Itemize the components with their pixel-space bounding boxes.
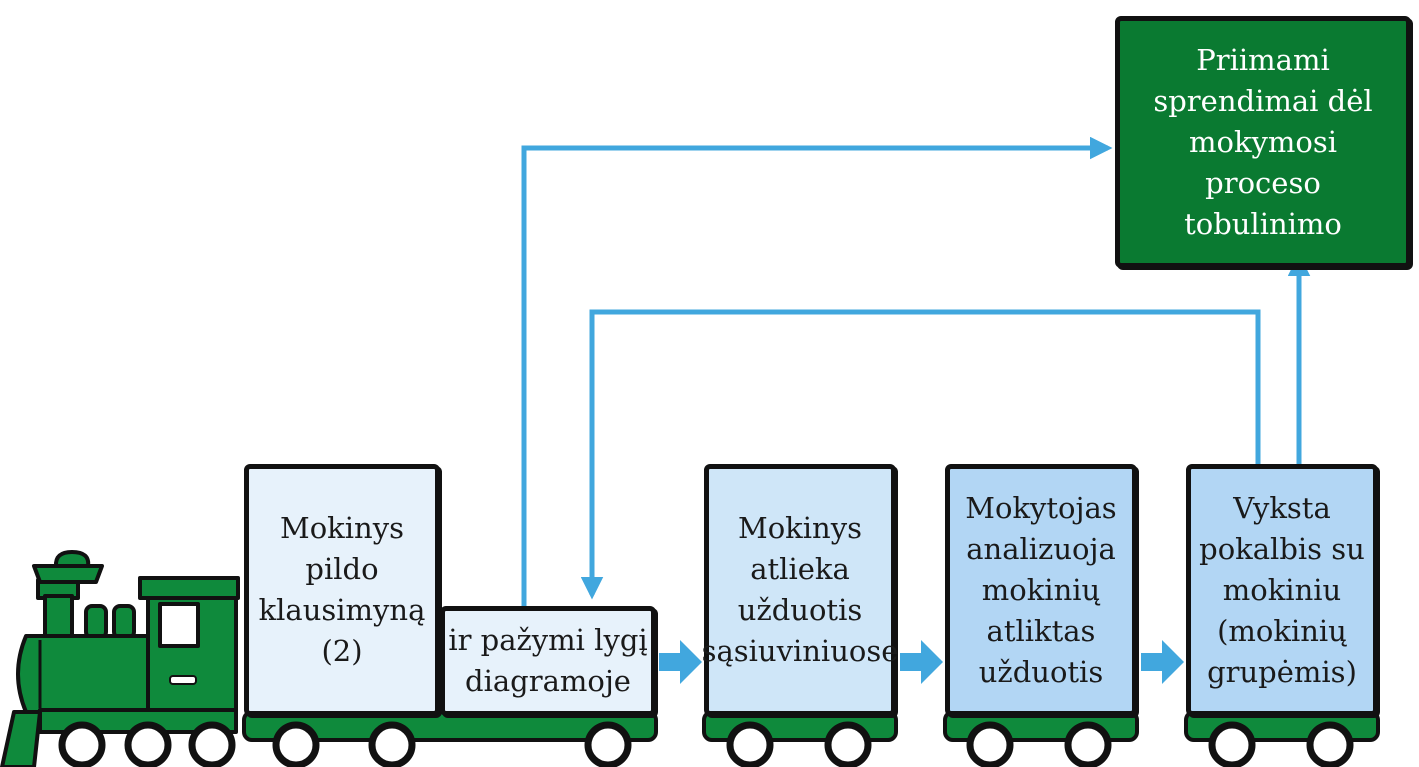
node-notebook-tasks: Mokinys atlieka užduotis sąsiuviniuose bbox=[701, 464, 899, 716]
node-teacher-analysis: Mokytojas analizuoja mokinių atliktas už… bbox=[945, 464, 1137, 716]
node-diagram-mark: ir pažymi lygį diagramoje bbox=[440, 606, 656, 716]
wagon-wheel bbox=[726, 721, 774, 767]
wagon-wheel bbox=[1208, 721, 1256, 767]
node-teacher-analysis-label: Mokytojas analizuoja mokinių atliktas už… bbox=[965, 490, 1117, 689]
node-diagram-mark-label: ir pažymi lygį diagramoje bbox=[448, 623, 648, 698]
wagon-wheel bbox=[272, 721, 320, 767]
wagon-wheel bbox=[824, 721, 872, 767]
wagon-wheel bbox=[1064, 721, 1112, 767]
wagon-wheel bbox=[584, 721, 632, 767]
node-conversation: Vyksta pokalbis su mokiniu (mokinių grup… bbox=[1186, 464, 1378, 716]
arrow-right-icon bbox=[1141, 640, 1184, 684]
node-outcome: Priimami sprendimai dėl mokymosi proceso… bbox=[1115, 16, 1411, 268]
node-questionnaire: Mokinys pildo klausimyną (2) bbox=[244, 464, 440, 716]
arrow-conversation-to-diagram bbox=[580, 309, 1261, 600]
node-outcome-label: Priimami sprendimai dėl mokymosi proceso… bbox=[1153, 42, 1373, 241]
arrow-diagram-to-outcome bbox=[521, 136, 1113, 606]
node-notebook-tasks-label: Mokinys atlieka užduotis sąsiuviniuose bbox=[701, 511, 899, 668]
arrow-right-icon bbox=[900, 640, 943, 684]
arrow-right-icon bbox=[659, 640, 702, 684]
wagon-wheel bbox=[1306, 721, 1354, 767]
wagon-wheel bbox=[966, 721, 1014, 767]
node-questionnaire-label: Mokinys pildo klausimyną (2) bbox=[258, 511, 426, 668]
node-conversation-label: Vyksta pokalbis su mokiniu (mokinių grup… bbox=[1199, 490, 1365, 689]
steam-locomotive-icon bbox=[0, 550, 240, 767]
wagon-wheel bbox=[368, 721, 416, 767]
